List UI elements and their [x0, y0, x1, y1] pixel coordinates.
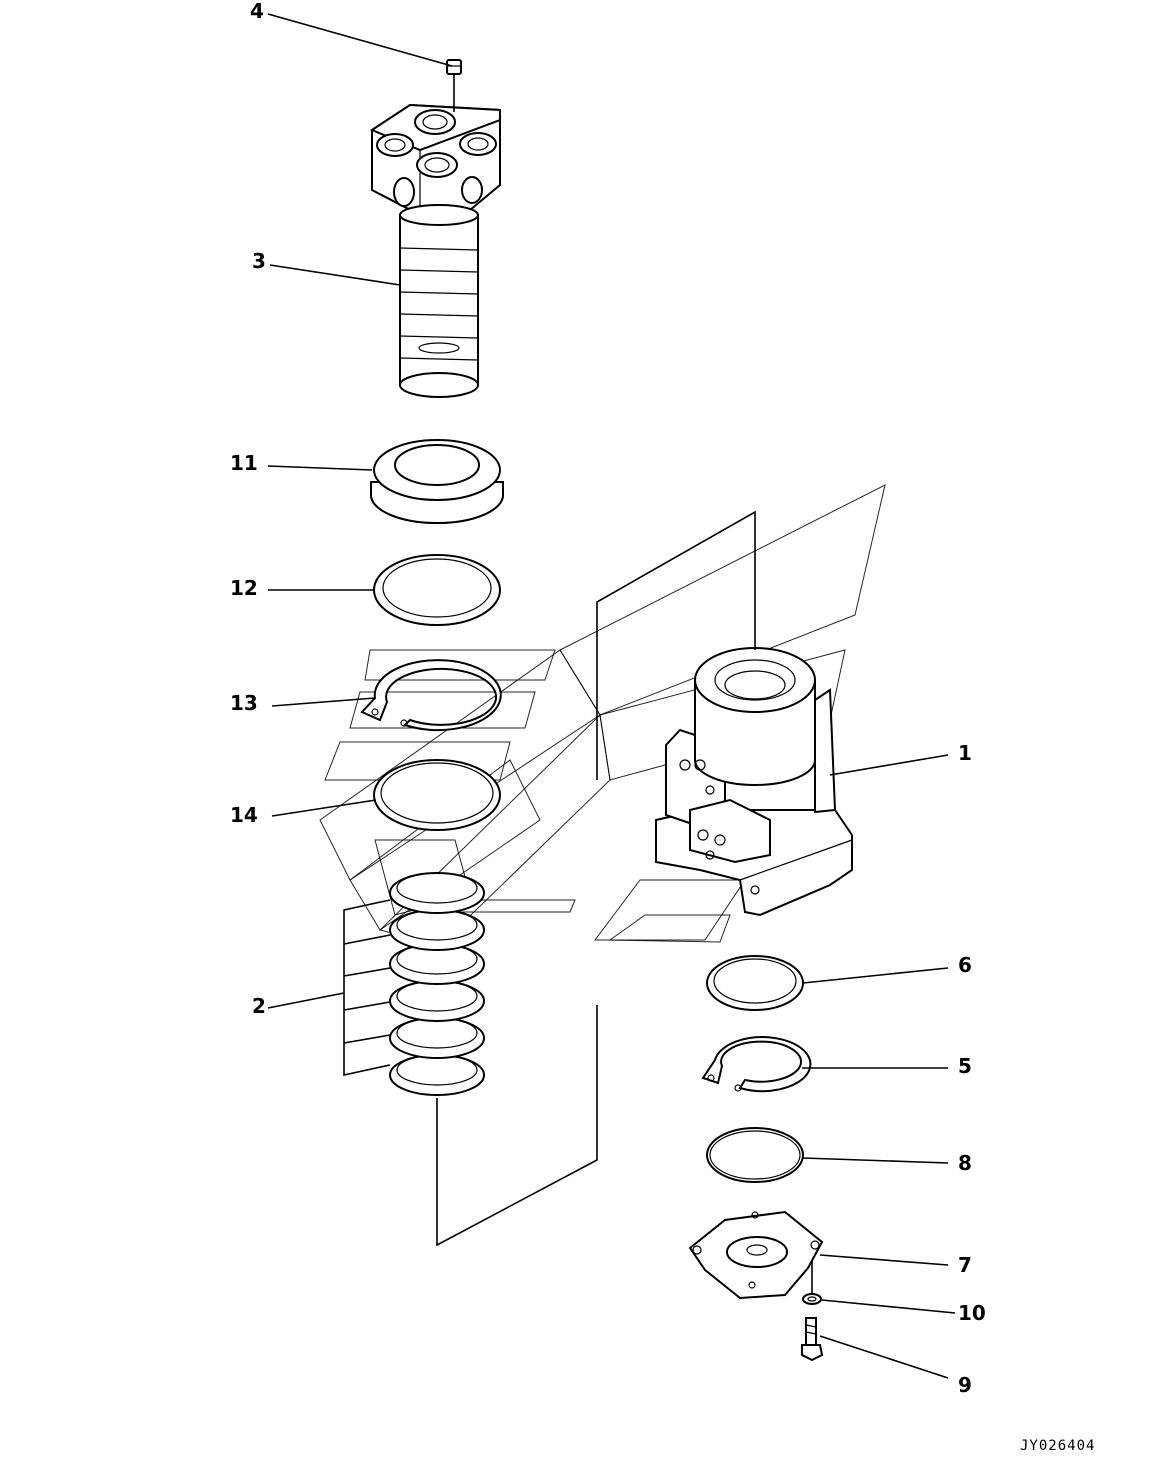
part-6-ring — [706, 955, 804, 1011]
part-5-snap-ring — [701, 1036, 812, 1093]
callout-13: 13 — [230, 691, 258, 715]
part-13-snap-ring — [360, 659, 502, 732]
callout-1: 1 — [958, 741, 972, 765]
callout-7: 7 — [958, 1253, 972, 1277]
callout-2: 2 — [252, 994, 266, 1018]
callout-8: 8 — [958, 1151, 972, 1175]
callout-6: 6 — [958, 953, 972, 977]
part-10-washer — [802, 1293, 822, 1305]
part-11-dust-seal — [370, 439, 504, 524]
part-9-bolt — [801, 1317, 824, 1362]
part-7-cover — [688, 1210, 824, 1300]
callout-3: 3 — [252, 249, 266, 273]
part-1-swivel-body — [655, 647, 853, 917]
callout-14: 14 — [230, 803, 258, 827]
callout-4: 4 — [250, 0, 264, 23]
callout-5: 5 — [958, 1054, 972, 1078]
callout-labels: 4 3 11 12 13 14 2 1 6 5 8 7 10 9 — [230, 0, 986, 1397]
part-3-swivel-rotor — [369, 103, 501, 398]
part-14-oring — [373, 759, 501, 831]
part-4-plug — [446, 59, 462, 75]
callout-11: 11 — [230, 451, 258, 475]
part-8-oring — [706, 1127, 804, 1183]
drawing-code: JY026404 — [1020, 1438, 1095, 1454]
callout-12: 12 — [230, 576, 258, 600]
part-12-ring — [373, 554, 501, 626]
callout-10: 10 — [958, 1301, 986, 1325]
callout-9: 9 — [958, 1373, 972, 1397]
part-2-seal-set — [389, 872, 485, 1096]
leader-lines — [267, 13, 956, 1379]
